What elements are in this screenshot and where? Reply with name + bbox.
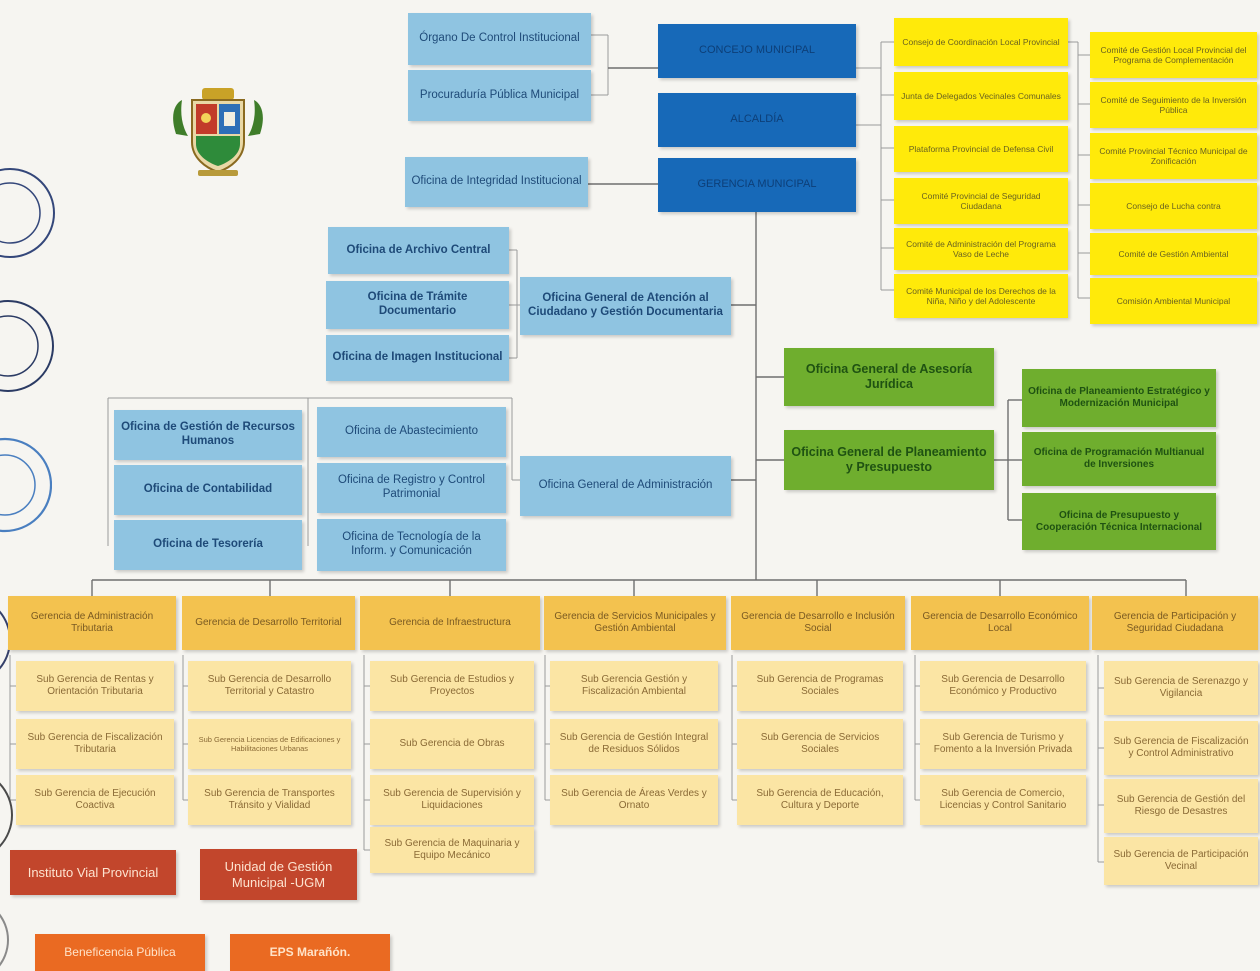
registro-patrimonial-box: Oficina de Registro y Control Patrimonia… [317, 463, 506, 513]
planeamiento-estrategico-box: Oficina de Planeamiento Estratégico y Mo… [1022, 369, 1216, 427]
organo-control-box: Órgano De Control Institucional [408, 13, 591, 65]
committee-box: Plataforma Provincial de Defensa Civil [894, 126, 1068, 172]
subgerencia-box: Sub Gerencia de Gestión del Riesgo de De… [1104, 779, 1258, 833]
subgerencia-box: Sub Gerencia de Estudios y Proyectos [370, 661, 534, 711]
gerencia-box: Gerencia de Desarrollo Territorial [182, 596, 355, 650]
official-seal-icon [0, 168, 55, 258]
procuraduria-box: Procuraduría Pública Municipal [408, 70, 591, 121]
atencion-ciudadano-box: Oficina General de Atención al Ciudadano… [520, 277, 731, 335]
administracion-box: Oficina General de Administración [520, 456, 731, 516]
committee-box: Comité de Gestión Local Provincial del P… [1090, 32, 1257, 78]
committee-box: Comité Municipal de los Derechos de la N… [894, 274, 1068, 318]
planeamiento-presupuesto-box: Oficina General de Planeamiento y Presup… [784, 430, 994, 490]
subgerencia-box: Sub Gerencia de Supervisión y Liquidacio… [370, 775, 534, 825]
eps-maranon-box: EPS Marañón. [230, 934, 390, 971]
subgerencia-box: Sub Gerencia de Programas Sociales [737, 661, 903, 711]
subgerencia-box: Sub Gerencia de Participación Vecinal [1104, 837, 1258, 885]
gerencia-municipal-box: GERENCIA MUNICIPAL [658, 158, 856, 212]
coat-of-arms-icon [173, 88, 263, 176]
subgerencia-box: Sub Gerencia de Servicios Sociales [737, 719, 903, 769]
subgerencia-box: Sub Gerencia de Maquinaria y Equipo Mecá… [370, 827, 534, 873]
concejo-municipal-box: CONCEJO MUNICIPAL [658, 24, 856, 78]
committee-box: Consejo de Lucha contra [1090, 183, 1257, 229]
archivo-central-box: Oficina de Archivo Central [328, 227, 509, 274]
subgerencia-box: Sub Gerencia de Áreas Verdes y Ornato [550, 775, 718, 825]
gerencia-box: Gerencia de Participación y Seguridad Ci… [1092, 596, 1258, 650]
official-seal-icon [0, 300, 54, 392]
official-seal-icon [0, 913, 9, 967]
subgerencia-box: Sub Gerencia de Serenazgo y Vigilancia [1104, 661, 1258, 715]
contabilidad-box: Oficina de Contabilidad [114, 465, 302, 515]
programacion-multianual-box: Oficina de Programación Multianual de In… [1022, 432, 1216, 486]
gerencia-box: Gerencia de Servicios Municipales y Gest… [544, 596, 726, 650]
gerencia-box: Gerencia de Administración Tributaria [8, 596, 176, 650]
beneficencia-box: Beneficencia Pública [35, 934, 205, 971]
subgerencia-box: Sub Gerencia Licencias de Edificaciones … [188, 719, 351, 769]
committee-box: Comisión Ambiental Municipal [1090, 278, 1257, 324]
subgerencia-box: Sub Gerencia de Fiscalización y Control … [1104, 721, 1258, 775]
committee-box: Comité de Seguimiento de la Inversión Pú… [1090, 82, 1257, 128]
committee-box: Junta de Delegados Vecinales Comunales [894, 72, 1068, 120]
subgerencia-box: Sub Gerencia de Turismo y Fomento a la I… [920, 719, 1086, 769]
committee-box: Comité de Administración del Programa Va… [894, 228, 1068, 270]
committee-box: Comité Provincial Técnico Municipal de Z… [1090, 133, 1257, 179]
subgerencia-box: Sub Gerencia de Gestión Integral de Resi… [550, 719, 718, 769]
subgerencia-box: Sub Gerencia de Transportes Tránsito y V… [188, 775, 351, 825]
gerencia-box: Gerencia de Desarrollo e Inclusión Socia… [731, 596, 905, 650]
committee-box: Consejo de Coordinación Local Provincial [894, 18, 1068, 66]
asesoria-juridica-box: Oficina General de Asesoría Jurídica [784, 348, 994, 406]
abastecimiento-box: Oficina de Abastecimiento [317, 407, 506, 457]
subgerencia-box: Sub Gerencia de Ejecución Coactiva [16, 775, 174, 825]
integridad-box: Oficina de Integridad Institucional [405, 157, 588, 207]
committee-box: Comité Provincial de Seguridad Ciudadana [894, 178, 1068, 224]
imagen-institucional-box: Oficina de Imagen Institucional [326, 335, 509, 381]
presupuesto-cooperacion-box: Oficina de Presupuesto y Cooperación Téc… [1022, 493, 1216, 550]
official-seal-icon [0, 782, 13, 848]
subgerencia-box: Sub Gerencia de Fiscalización Tributaria [16, 719, 174, 769]
tramite-documentario-box: Oficina de Trámite Documentario [326, 281, 509, 329]
gerencia-box: Gerencia de Desarrollo Económico Local [911, 596, 1089, 650]
subgerencia-box: Sub Gerencia de Comercio, Licencias y Co… [920, 775, 1086, 825]
subgerencia-box: Sub Gerencia de Obras [370, 719, 534, 769]
official-seal-icon [0, 437, 52, 533]
alcaldia-box: ALCALDÍA [658, 93, 856, 147]
subgerencia-box: Sub Gerencia de Educación, Cultura y Dep… [737, 775, 903, 825]
subgerencia-box: Sub Gerencia de Desarrollo Territorial y… [188, 661, 351, 711]
committee-box: Comité de Gestión Ambiental [1090, 233, 1257, 275]
subgerencia-box: Sub Gerencia de Desarrollo Económico y P… [920, 661, 1086, 711]
instituto-vial-box: Instituto Vial Provincial [10, 850, 176, 895]
recursos-humanos-box: Oficina de Gestión de Recursos Humanos [114, 410, 302, 460]
gerencia-box: Gerencia de Infraestructura [360, 596, 540, 650]
subgerencia-box: Sub Gerencia de Rentas y Orientación Tri… [16, 661, 174, 711]
tesoreria-box: Oficina de Tesorería [114, 520, 302, 570]
subgerencia-box: Sub Gerencia Gestión y Fiscalización Amb… [550, 661, 718, 711]
tecnologia-box: Oficina de Tecnología de la Inform. y Co… [317, 519, 506, 571]
unidad-gestion-box: Unidad de Gestión Municipal -UGM [200, 849, 357, 900]
